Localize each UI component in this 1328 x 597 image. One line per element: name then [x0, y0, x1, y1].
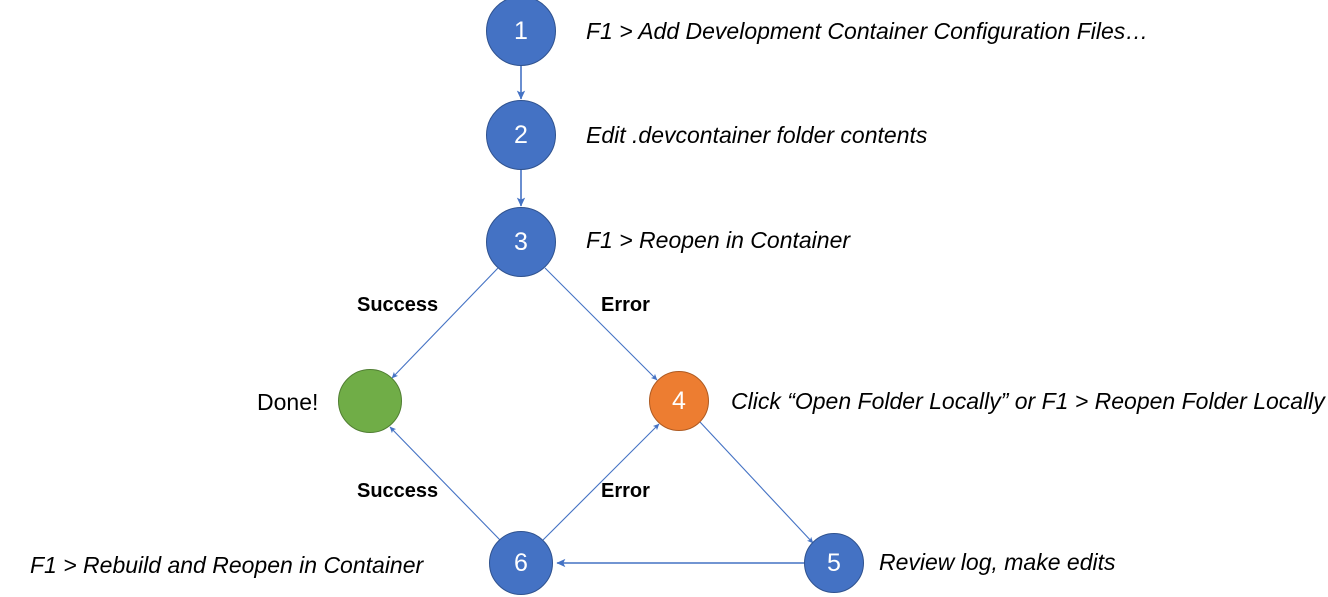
node-2-label: 2 — [514, 120, 528, 149]
node-2[interactable]: 2 — [486, 100, 556, 170]
step-label-1: F1 > Add Development Container Configura… — [586, 18, 1149, 44]
step-label-3: F1 > Reopen in Container — [586, 227, 851, 253]
node-3-label: 3 — [514, 227, 528, 256]
edge-3-to-4 — [544, 267, 658, 381]
edge-4-to-5 — [699, 421, 814, 544]
node-3[interactable]: 3 — [486, 207, 556, 277]
node-done[interactable] — [338, 369, 402, 433]
node-5-label: 5 — [827, 548, 841, 577]
node-4[interactable]: 4 — [649, 371, 709, 431]
node-6[interactable]: 6 — [489, 531, 553, 595]
step-label-4: Click “Open Folder Locally” or F1 > Reop… — [731, 388, 1325, 414]
edge-label-error-top: Error — [601, 294, 650, 316]
node-1[interactable]: 1 — [486, 0, 556, 66]
node-6-label: 6 — [514, 548, 528, 577]
step-label-5: Review log, make edits — [879, 549, 1116, 575]
done-text-label: Done! — [257, 389, 319, 415]
edge-label-success-top: Success — [357, 294, 439, 316]
step-label-2: Edit .devcontainer folder contents — [586, 122, 928, 148]
node-5[interactable]: 5 — [804, 533, 864, 593]
step-label-6: F1 > Rebuild and Reopen in Container — [30, 552, 424, 578]
node-1-label: 1 — [514, 16, 528, 45]
edge-label-error-bottom: Error — [601, 480, 650, 502]
edge-6-to-done — [389, 426, 501, 541]
edge-label-success-bottom: Success — [357, 480, 439, 502]
edge-3-to-done — [391, 267, 499, 379]
edge-6-to-4 — [542, 423, 660, 541]
node-4-label: 4 — [672, 386, 686, 415]
